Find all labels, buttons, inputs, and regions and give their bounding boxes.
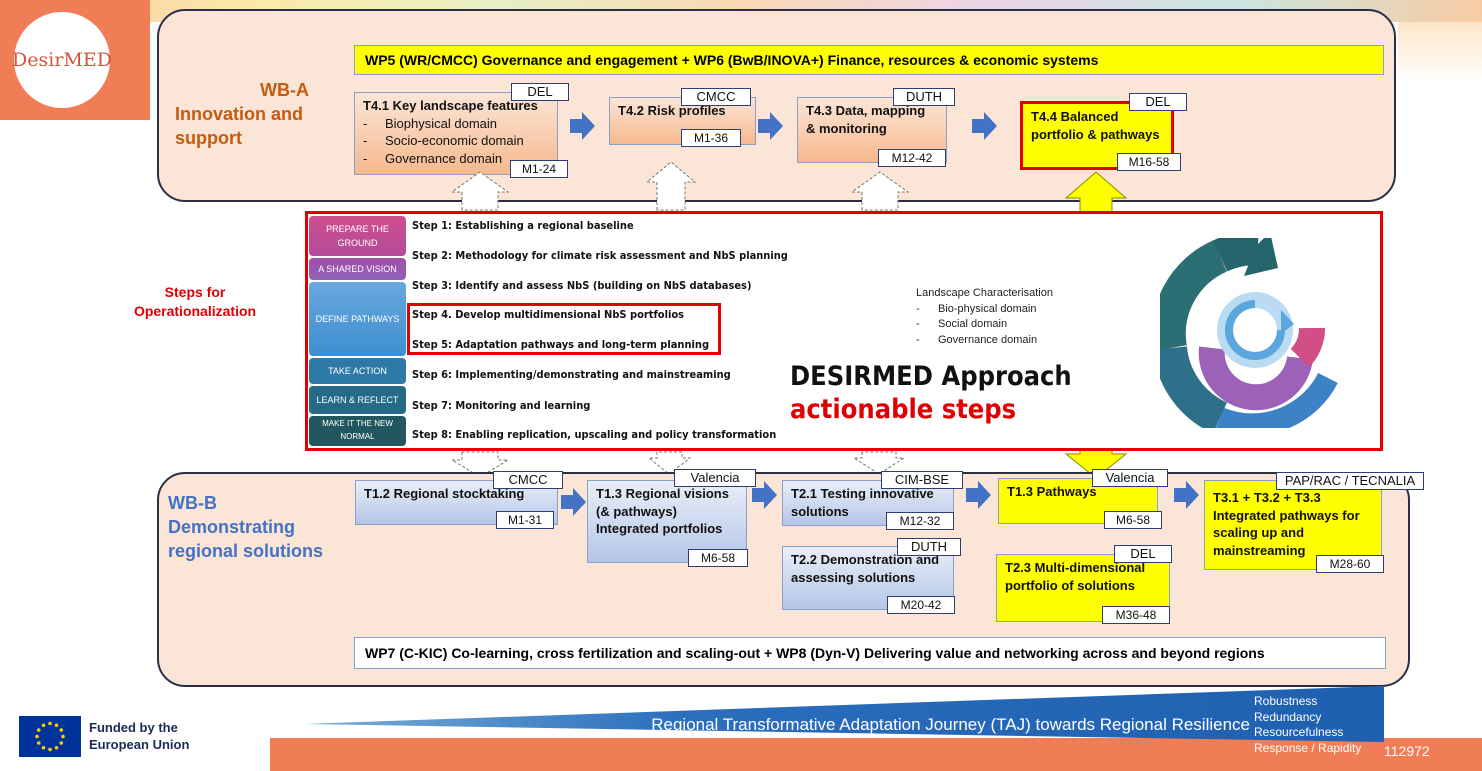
phase-make-it-new-normal: MAKE IT THE NEW NORMAL xyxy=(309,416,406,446)
arrow-right-icon xyxy=(561,488,586,516)
tag-months: M16-58 xyxy=(1117,153,1181,171)
approach-wheel-graphic xyxy=(1160,238,1338,428)
tag-pap-rac-tecnalia: PAP/RAC / TECNALIA xyxy=(1276,472,1424,490)
list-item: Social domain xyxy=(916,317,1053,333)
tag-valencia: Valencia xyxy=(1092,469,1168,487)
quality-item: Response / Rapidity xyxy=(1254,740,1362,755)
list-item: Bio-physical domain xyxy=(916,302,1053,318)
step-4: Step 4. Develop multidimensional NbS por… xyxy=(412,308,685,321)
arrow-right-icon xyxy=(972,112,997,140)
decor-right-band xyxy=(1398,22,1482,82)
step-1: Step 1: Establishing a regional baseline xyxy=(412,219,634,232)
phase-define-pathways: DEFINE PATHWAYS xyxy=(309,282,406,356)
tag-months: M1-36 xyxy=(681,129,741,147)
step-6: Step 6: Implementing/demonstrating and m… xyxy=(412,368,731,381)
logo-text: DesirMED xyxy=(12,49,112,71)
tag-months: M6-58 xyxy=(1104,511,1162,529)
step-3: Step 3: Identify and assess NbS (buildin… xyxy=(412,279,752,292)
journey-wedge xyxy=(304,686,1384,742)
arrow-right-icon xyxy=(570,112,595,140)
journey-label: Regional Transformative Adaptation Journ… xyxy=(651,715,1250,734)
approach-title: DESIRMED Approach xyxy=(790,361,1072,392)
tag-months: M1-24 xyxy=(510,160,568,178)
eu-flag xyxy=(19,716,81,757)
tag-del: DEL xyxy=(1129,93,1187,111)
tag-cmcc: CMCC xyxy=(493,471,563,489)
step-2: Step 2: Methodology for climate risk ass… xyxy=(412,249,788,262)
tag-months: M12-32 xyxy=(886,512,954,530)
grant-number: 112972 xyxy=(1384,743,1430,759)
tag-cim-bse: CIM-BSE xyxy=(881,471,963,489)
steps-4-5-highlight xyxy=(407,303,721,355)
arrow-right-icon xyxy=(966,481,991,509)
landscape-characterisation: Landscape Characterisation Bio-physical … xyxy=(916,286,1053,348)
landscape-list: Bio-physical domain Social domain Govern… xyxy=(916,302,1053,349)
tag-months: M1-31 xyxy=(496,511,554,529)
phase-prepare-the-ground: PREPARE THE GROUND xyxy=(309,216,406,256)
tag-del: DEL xyxy=(511,83,569,101)
task-t1-2: T1.2 Regional stocktaking xyxy=(355,480,558,525)
wb-a-title: WB-A xyxy=(260,80,309,100)
task-title: T1.3 Pathways xyxy=(1007,484,1097,499)
task-title: T4.4 Balanced portfolio & pathways xyxy=(1031,109,1160,142)
arrow-right-icon xyxy=(752,481,777,509)
list-item: Governance domain xyxy=(916,333,1053,349)
steps-label: Steps for Operationalization xyxy=(133,284,257,319)
eu-stars-icon xyxy=(35,721,65,752)
task-title: T1.2 Regional stocktaking xyxy=(364,486,525,501)
tag-duth: DUTH xyxy=(897,538,961,556)
task-title: T3.1 + T3.2 + T3.3 Integrated pathways f… xyxy=(1213,490,1360,558)
quality-item: Redundancy xyxy=(1254,709,1322,724)
step-5: Step 5: Adaptation pathways and long-ter… xyxy=(412,338,710,351)
tag-duth: DUTH xyxy=(893,88,955,106)
approach-subtitle: actionable steps xyxy=(790,394,1017,425)
wp7-wp8-bar: WP7 (C-KIC) Co-learning, cross fertiliza… xyxy=(354,637,1386,669)
task-items: Biophysical domain Socio-economic domain… xyxy=(363,115,549,168)
task-title: T2.3 Multi-dimensional portfolio of solu… xyxy=(1005,560,1146,593)
tag-months: M12-42 xyxy=(878,149,946,167)
decor-bottom-band xyxy=(270,738,1482,771)
step-7: Step 7: Monitoring and learning xyxy=(412,399,591,412)
quality-item: Resourcefulness xyxy=(1254,725,1344,739)
tag-valencia: Valencia xyxy=(674,469,756,487)
task-title: T2.1 Testing innovative solutions xyxy=(791,486,934,519)
task-title: T4.1 Key landscape features xyxy=(363,98,538,113)
task-title: T4.2 Risk profiles xyxy=(618,103,726,118)
tag-del: DEL xyxy=(1114,545,1172,563)
arrow-right-icon xyxy=(758,112,783,140)
step-8: Step 8: Enabling replication, upscaling … xyxy=(412,428,777,441)
tag-cmcc: CMCC xyxy=(681,88,751,106)
eu-funding-text: Funded by the European Union xyxy=(89,720,190,752)
phase-learn-reflect: LEARN & REFLECT xyxy=(309,386,406,414)
desirmed-logo: DesirMED xyxy=(12,12,112,108)
wb-a-subtitle: Innovation and support xyxy=(175,104,303,148)
wb-b-subtitle: Demonstrating regional solutions xyxy=(168,517,324,561)
tag-months: M6-58 xyxy=(688,549,748,567)
landscape-title: Landscape Characterisation xyxy=(916,287,1053,299)
tag-months: M28-60 xyxy=(1316,555,1384,573)
tag-months: M20-42 xyxy=(887,596,955,614)
arrow-right-icon xyxy=(1174,481,1199,509)
list-item: Biophysical domain xyxy=(363,115,549,133)
task-title: T1.3 Regional visions (& pathways) Integ… xyxy=(596,486,729,537)
wb-b-title: WB-B xyxy=(168,493,217,513)
resilience-qualities: Robustness Redundancy Resourcefulness Re… xyxy=(1254,694,1361,756)
task-title: T2.2 Demonstration and assessing solutio… xyxy=(791,552,940,585)
phase-shared-vision: A SHARED VISION xyxy=(309,258,406,280)
list-item: Governance domain xyxy=(363,150,549,168)
task-t4-4: T4.4 Balanced portfolio & pathways xyxy=(1020,101,1174,170)
phase-take-action: TAKE ACTION xyxy=(309,358,406,384)
task-title: T4.3 Data, mapping & monitoring xyxy=(806,103,926,136)
list-item: Socio-economic domain xyxy=(363,132,549,150)
tag-months: M36-48 xyxy=(1102,606,1170,624)
quality-item: Robustness xyxy=(1254,694,1318,708)
wp5-wp6-bar: WP5 (WR/CMCC) Governance and engagement … xyxy=(354,45,1384,75)
